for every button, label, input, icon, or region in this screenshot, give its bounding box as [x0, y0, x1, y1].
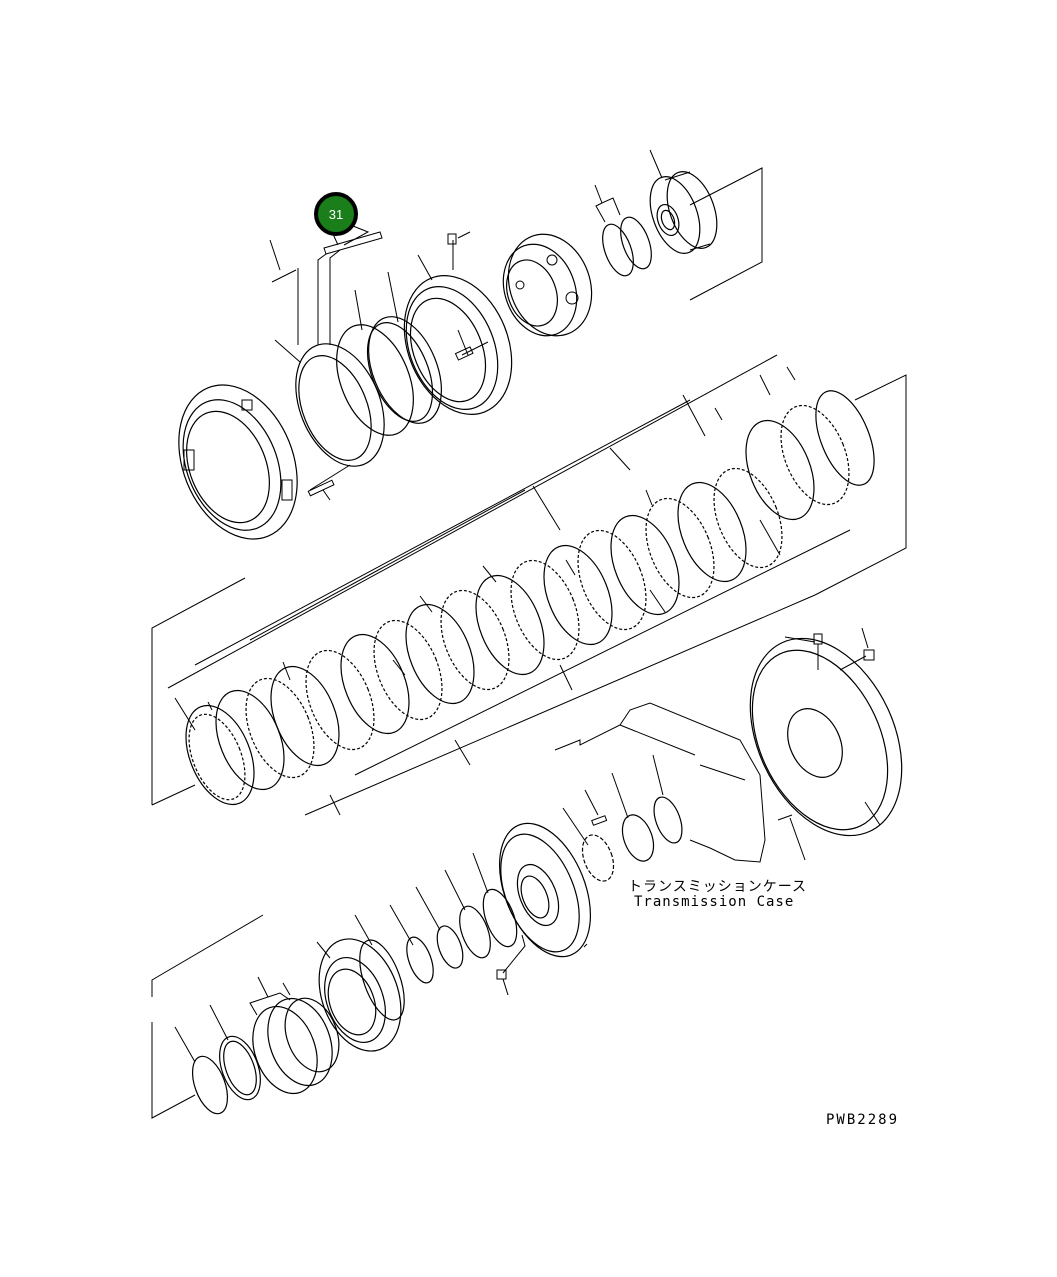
callout-31[interactable]: 31 — [314, 192, 358, 236]
item-31-pin-part — [269, 223, 383, 345]
bottom-bracket — [151, 914, 264, 1119]
clutch-housing-upper — [403, 231, 513, 415]
transmission-case-label-jp: トランスミッションケース — [628, 879, 808, 895]
rear-housing-part — [749, 627, 903, 861]
right-case-rings — [562, 754, 683, 882]
bracket-top-right — [689, 167, 763, 301]
transmission-case-part — [554, 702, 766, 863]
carrier-housing — [502, 233, 593, 337]
seal-rings-pair — [594, 184, 652, 277]
transmission-case-label-en: Transmission Case — [634, 894, 795, 910]
clutch-disc-stack — [174, 366, 875, 816]
drawing-id: PWB2289 — [826, 1112, 900, 1128]
hub-flange-part — [496, 822, 592, 996]
piston-plate — [274, 339, 385, 501]
drum-gear-part — [649, 149, 718, 254]
callout-31-number: 31 — [328, 206, 344, 222]
clutch-pack-bracket — [151, 354, 907, 816]
end-cover-left — [178, 384, 298, 540]
bearing-sleeve-part — [174, 976, 340, 1115]
